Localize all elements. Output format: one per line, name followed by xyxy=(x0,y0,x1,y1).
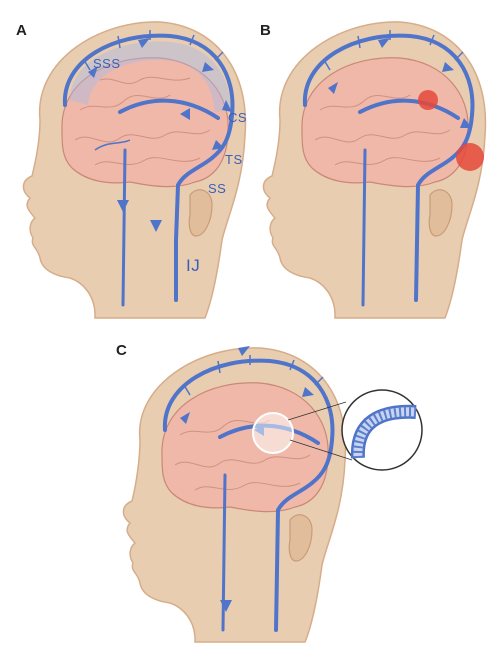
panel-a-illustration xyxy=(0,0,250,320)
deep-vein xyxy=(123,150,125,305)
deep-vein xyxy=(363,150,365,305)
stent-site-circle xyxy=(253,413,293,453)
stenosis-marker-lower xyxy=(456,143,484,171)
panel-c: C xyxy=(110,330,500,645)
panel-b-illustration xyxy=(250,0,500,320)
stenosis-marker-upper xyxy=(418,90,438,110)
panel-a: A xyxy=(0,0,250,320)
label-sss: SSS xyxy=(93,56,121,71)
panel-c-illustration xyxy=(110,330,500,645)
panel-c-letter: C xyxy=(116,342,127,359)
panel-b: B xyxy=(250,0,500,320)
panel-a-letter: A xyxy=(16,22,27,39)
brain xyxy=(302,58,468,187)
label-ts: TS xyxy=(225,152,243,167)
brain xyxy=(162,383,328,512)
label-ss: SS xyxy=(208,181,226,196)
label-ij: IJ xyxy=(186,256,200,276)
label-cs: CS xyxy=(228,110,247,125)
panel-b-letter: B xyxy=(260,22,271,39)
